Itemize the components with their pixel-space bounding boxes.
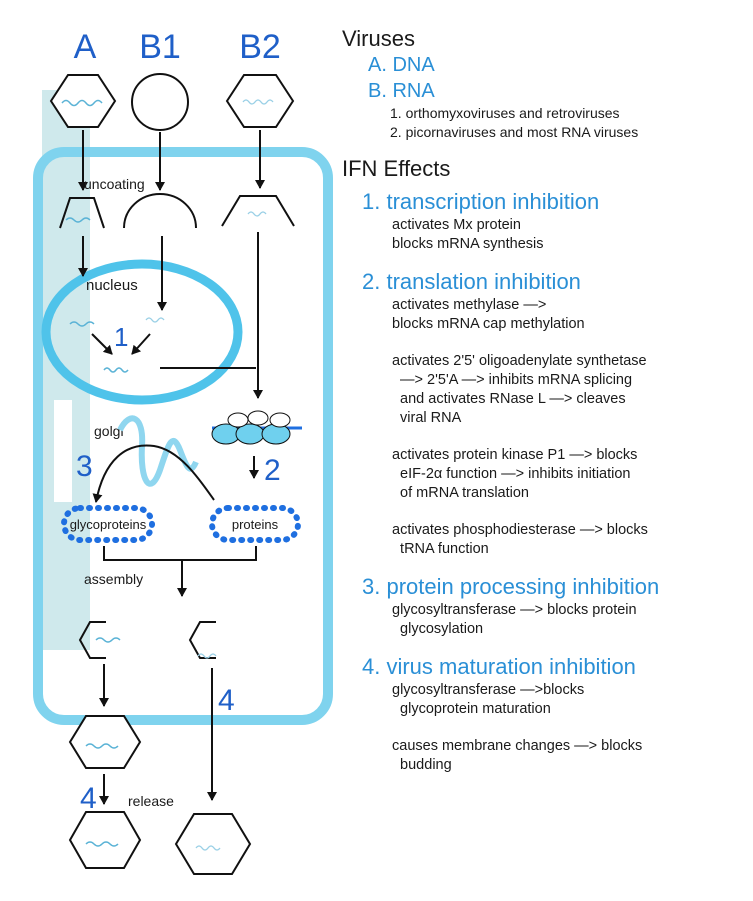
proteins-dots [209,505,301,543]
ifn-s1-line-2: blocks mRNA synthesis [392,236,544,252]
ifn-section-2-title: 2. translation inhibition [362,269,581,294]
rna-squiggle-b2 [242,99,274,105]
ifn-s2-p1-line-1: activates methylase —> [392,297,547,313]
arrow-nucleus-left [91,333,113,355]
mature-virion-a [68,715,142,769]
column-label-b1: B1 [139,28,181,66]
white-bar [54,400,72,502]
glycoproteins-label: glycoproteins [70,517,147,532]
ifn-s4-p2-line-1: causes membrane changes —> blocks [392,738,643,754]
rna-squiggle-uncoated-b2 [247,211,267,217]
ifn-s4-p1-line-1: glycosyltransferase —>blocks [392,682,585,698]
golgi-label: golgi [94,423,124,439]
ifn-s2-p3-line-3: of mRNA translation [392,485,529,501]
viruses-title: Viruses [342,26,415,51]
ifn-section-1-title: 1. transcription inhibition [362,189,600,214]
rna-squiggle-nucleus [145,317,165,323]
viruses-b-item-2: 2. picornaviruses and most RNA viruses [390,124,639,140]
cell-membrane [33,147,333,725]
released-virion-b [174,813,252,875]
ifn-s2-p4-line-1: activates phosphodiesterase —> blocks [392,522,648,538]
dna-squiggle-released [85,841,119,847]
arrow-proteins-to-glycoproteins [92,444,215,503]
uncoating-label: uncoating [84,176,145,192]
ifn-section-4-title: 4. virus maturation inhibition [362,654,636,679]
released-virion-a [68,811,142,869]
ifn-s4-p1-line-2: glycoprotein maturation [392,701,551,717]
arrow-nucleus-right [131,333,151,355]
dna-squiggle-uncoated [65,217,91,223]
rna-squiggle-released [195,845,221,851]
ifn-section-3-title: 3. protein processing inhibition [362,574,660,599]
ifn-s2-p2-line-1: activates 2'5' oligoadenylate synthetase [392,353,647,369]
rna-squiggle-assembled [197,653,217,659]
golgi-apparatus [117,415,199,487]
ifn-s3-line-1: glycosyltransferase —> blocks protein [392,602,637,618]
nucleus-label: nucleus [86,277,138,294]
ifn-s4-p2-line-2: budding [392,757,452,773]
ifn-s1-line-1: activates Mx protein [392,217,521,233]
glycoproteins-dots [61,505,155,543]
assembled-particle-a [78,621,106,659]
proteins-label: proteins [232,517,279,532]
viruses-a-dna: A. DNA [368,54,435,76]
step-number-2: 2 [264,454,281,487]
viruses-b-rna: B. RNA [368,80,435,102]
step-number-4-upper: 4 [218,684,235,717]
legend-panel: Viruses A. DNA B. RNA 1. orthomyxoviruse… [342,26,747,775]
ifn-s2-p2-line-4: viral RNA [392,410,462,426]
ifn-s2-p4-line-2: tRNA function [392,541,489,557]
step-number-1: 1 [114,322,128,352]
release-label: release [128,793,174,809]
ifn-s2-p2-line-3: and activates RNase L —> cleaves [392,391,626,407]
ifn-s2-p1-line-2: blocks mRNA cap methylation [392,316,585,332]
step-number-4-lower: 4 [80,782,97,815]
column-label-b2: B2 [239,28,281,66]
assembled-particle-b [188,621,216,659]
mrna-squiggle [103,367,129,373]
ifn-s3-line-2: glycosylation [392,621,484,637]
ifn-s2-p3-line-1: activates protein kinase P1 —> blocks [392,447,638,463]
dna-squiggle-mature [85,743,119,749]
dna-squiggle-nucleus [69,321,95,327]
column-label-a: A [74,28,97,66]
uncoated-capsid-a [59,197,105,229]
uncoated-capsid-b2 [221,195,295,227]
ifn-s2-p3-line-2: eIF-2α function —> inhibits initiation [392,466,631,482]
ifn-s2-p2-line-2: —> 2'5'A —> inhibits mRNA splicing [392,372,633,388]
viruses-b-item-1: 1. orthomyxoviruses and retroviruses [390,105,620,121]
rna-virus-b1-circle [131,73,189,131]
uncoated-capsid-b1 [123,193,197,229]
virus-replication-diagram: A B1 B2 uncoating nucleus 1 2 golgi [33,28,333,875]
dna-squiggle [61,99,103,107]
ifn-title: IFN Effects [342,156,451,181]
dna-squiggle-assembled [95,637,121,643]
ribosomes [211,410,302,445]
step-number-3: 3 [76,450,93,483]
assembly-label: assembly [84,571,143,587]
nucleus-membrane [41,259,243,405]
assembly-bracket [103,546,257,561]
